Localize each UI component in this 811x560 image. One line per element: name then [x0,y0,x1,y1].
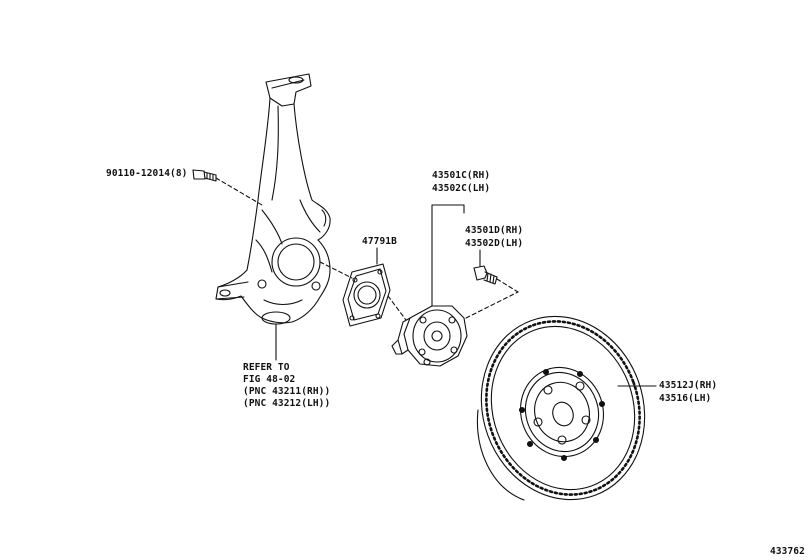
steering-knuckle [215,73,331,325]
stud-lh-label: 43502D(LH) [465,238,524,249]
leader-lines [215,177,657,387]
hub-stud-part [473,265,498,285]
figure-number: 433762 [770,546,805,557]
knuckle-refer-line2: FIG 48-02 [243,374,296,385]
knuckle-refer-line1: REFER TO [243,362,290,373]
dust-cover-part [342,263,391,327]
disc-rh-label: 43512J(RH) [659,380,718,391]
bolt-label: 90110-12014(8) [106,168,188,179]
dust-cover-label: 47791B [362,236,397,247]
brake-disc-part [476,315,646,501]
hub-bearing-part [391,305,468,367]
disc-lh-label: 43516(LH) [659,393,712,404]
knuckle-refer-line3: (PNC 43211(RH)) [243,386,331,397]
hub-lh-label: 43502C(LH) [432,183,491,194]
knuckle-refer-line4: (PNC 43212(LH)) [243,398,331,409]
stud-rh-label: 43501D(RH) [465,225,524,236]
hub-rh-label: 43501C(RH) [432,170,491,181]
bolt-part [192,169,217,182]
